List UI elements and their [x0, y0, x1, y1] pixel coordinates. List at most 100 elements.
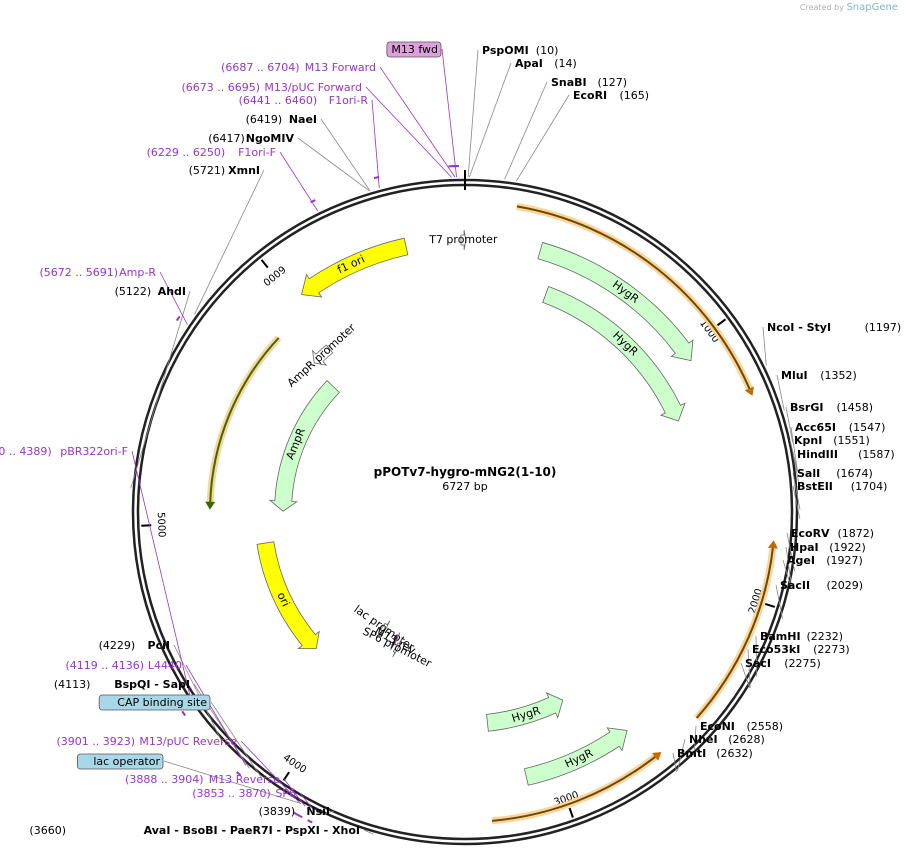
label-position: (6673 .. 6695)	[181, 81, 260, 94]
leader-line	[785, 406, 794, 443]
feature-label: ori	[274, 590, 292, 609]
tick-mark	[716, 318, 727, 327]
label-name: EcoNI	[700, 720, 735, 733]
site-label-amp-r: Amp-R(5672 .. 5691)	[39, 266, 156, 279]
label-position: (4229)	[99, 639, 136, 652]
leader-line	[159, 271, 188, 325]
site-label-cap-binding-site: CAP binding site	[98, 694, 211, 711]
leader-line	[672, 752, 677, 772]
leader-line	[790, 426, 798, 471]
site-label-hindiii: HindIII(1587)	[797, 448, 895, 461]
label-position: (2558)	[747, 720, 784, 733]
label-position: (3853 .. 3870)	[192, 787, 271, 800]
label-position: (5122)	[115, 285, 152, 298]
leader-line	[782, 559, 792, 589]
tick-label: 6000	[260, 263, 287, 288]
site-label-pcii: PciI (4229)	[99, 639, 170, 652]
site-label-m13-forward: M13 Forward(6687 .. 6704)	[221, 61, 376, 74]
leader-line	[504, 81, 548, 180]
label-name: BspQI - SapI	[114, 678, 190, 691]
leader-line	[467, 49, 479, 178]
label-box	[77, 753, 164, 770]
label-position: (1927)	[826, 554, 863, 567]
leader-line	[755, 635, 758, 677]
leader-line	[194, 169, 265, 315]
site-label-kpni: KpnI (1551)	[794, 434, 870, 447]
site-label-l4440: L4440(4119 .. 4136)	[65, 659, 182, 672]
leader-line	[320, 118, 371, 191]
tick-mark	[260, 259, 269, 269]
label-position: (3888 .. 3904)	[125, 773, 204, 786]
site-label-agei: AgeI(1927)	[787, 554, 863, 567]
leader-line	[283, 778, 306, 807]
label-name: BsrGI	[790, 401, 823, 414]
snapgene-brand: SnapGene	[846, 2, 898, 13]
primer-mark	[310, 199, 316, 204]
label-position: (2232)	[807, 630, 844, 643]
label-name: PciI	[148, 639, 170, 652]
leader-line	[469, 62, 512, 178]
site-label-pspomi: PspOMI(10)	[482, 44, 558, 57]
label-name: PspOMI	[482, 44, 529, 57]
orf-arc	[491, 754, 658, 822]
tick-label: 4000	[281, 753, 308, 776]
site-label-nhei: NheI(2628)	[689, 733, 765, 746]
site-label-f1ori-f: F1ori-F(6229 .. 6250)	[147, 146, 276, 159]
orf-arcs	[205, 202, 778, 825]
feature-label: T7 promoter	[428, 233, 498, 246]
feature-m13-rev	[390, 632, 401, 651]
label-name: HindIII	[797, 448, 838, 461]
leader-line	[789, 439, 798, 472]
leader-line	[740, 662, 751, 689]
label-position: (1872)	[838, 527, 875, 540]
site-label-ahdi: AhdI(5122)	[115, 285, 186, 298]
leader-line	[516, 94, 570, 182]
site-label-ngomiv: NgoMIV(6417)	[208, 132, 294, 145]
label-name: SalI	[797, 467, 820, 480]
label-position: (1704)	[851, 480, 888, 493]
tick-mark	[568, 807, 574, 818]
label-position: (6441 .. 6460)	[239, 94, 318, 107]
site-label-mlui: MluI(1352)	[781, 369, 857, 382]
leader-line	[320, 810, 335, 815]
site-label-lac-operator: lac operator	[77, 753, 164, 770]
label-name: KpnI	[794, 434, 822, 447]
label-name: AvaI - BsoBI - PaeR7I - PspXI - XhoI	[144, 824, 360, 837]
label-box	[386, 41, 442, 58]
plasmid-length: 6727 bp	[442, 480, 487, 493]
label-position: (1551)	[833, 434, 870, 447]
label-name: NgoMIV	[246, 132, 295, 145]
label-name: SacII	[780, 579, 810, 592]
site-label-bsteii: BstEII(1704)	[797, 480, 887, 493]
leader-line	[130, 290, 191, 489]
label-position: (1352)	[820, 369, 857, 382]
site-label-m13-reverse: M13 Reverse(3888 .. 3904)	[125, 773, 280, 786]
site-label-econi: EcoNI (2558)	[700, 720, 783, 733]
label-name: Eco53kI	[752, 643, 800, 656]
label-name: SnaBI	[551, 76, 587, 89]
leader-line	[210, 701, 263, 779]
site-label-f1ori-r: F1ori-R(6441 .. 6460)	[239, 94, 369, 107]
primer-mark	[373, 175, 380, 180]
leader-line	[131, 450, 194, 708]
label-position: (3660)	[29, 824, 66, 837]
leader-line	[792, 472, 801, 510]
boxed-label-text: CAP binding site	[117, 696, 207, 709]
label-position: (127)	[598, 76, 628, 89]
leader-line	[747, 648, 751, 688]
site-label-apai: ApaI(14)	[515, 57, 577, 70]
site-label-m13-puc-forward: M13/pUC Forward(6673 .. 6695)	[181, 81, 362, 94]
site-label-naei: NaeI(6419)	[246, 113, 317, 126]
site-label-bsrgi: BsrGI(1458)	[790, 401, 873, 414]
leader-line	[441, 48, 457, 178]
label-position: (1922)	[829, 541, 866, 554]
primer-mark	[236, 771, 242, 777]
feature-t7-promoter	[460, 229, 467, 251]
site-label-ncoi-styi: NcoI - StyI(1197)	[767, 321, 901, 334]
label-position: (1674)	[836, 467, 873, 480]
label-position: (2628)	[728, 733, 765, 746]
created-by-text: Created by	[799, 3, 844, 12]
label-box	[98, 694, 211, 711]
site-label-sacii: SacII(2029)	[780, 579, 863, 592]
